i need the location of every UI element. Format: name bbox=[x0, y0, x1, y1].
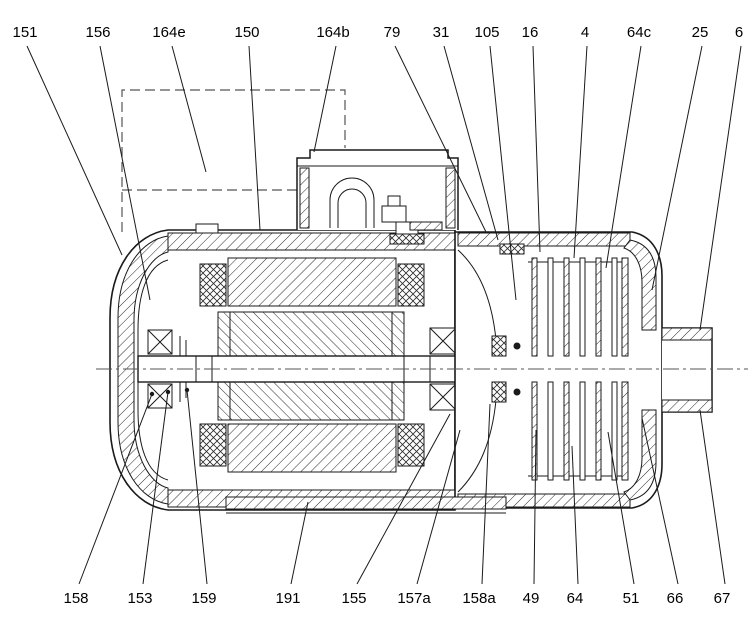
base-foot bbox=[225, 496, 507, 514]
part-label-155: 155 bbox=[341, 590, 367, 607]
part-label-67: 67 bbox=[713, 590, 731, 607]
part-label-6: 6 bbox=[734, 24, 744, 41]
part-label-159: 159 bbox=[191, 590, 217, 607]
part-label-49: 49 bbox=[522, 590, 540, 607]
terminal-box bbox=[296, 149, 459, 245]
pump-casing bbox=[454, 231, 663, 509]
part-label-156: 156 bbox=[85, 24, 111, 41]
part-label-191: 191 bbox=[275, 590, 301, 607]
part-label-105: 105 bbox=[474, 24, 500, 41]
part-label-151: 151 bbox=[12, 24, 38, 41]
part-label-158a: 158a bbox=[462, 590, 496, 607]
dashed-variant-outline bbox=[121, 89, 346, 232]
stator-windings bbox=[199, 257, 425, 473]
part-label-158: 158 bbox=[63, 590, 89, 607]
part-label-157a: 157a bbox=[397, 590, 431, 607]
part-label-164b: 164b bbox=[316, 24, 350, 41]
part-label-16: 16 bbox=[521, 24, 539, 41]
part-label-164e: 164e bbox=[152, 24, 186, 41]
part-label-153: 153 bbox=[127, 590, 153, 607]
part-label-64c: 64c bbox=[626, 24, 652, 41]
part-label-51: 51 bbox=[622, 590, 640, 607]
leader-lines bbox=[26, 45, 742, 585]
part-label-150: 150 bbox=[234, 24, 260, 41]
part-label-66: 66 bbox=[666, 590, 684, 607]
part-label-4: 4 bbox=[580, 24, 590, 41]
part-label-25: 25 bbox=[691, 24, 709, 41]
impeller-stack bbox=[528, 257, 629, 481]
part-label-31: 31 bbox=[432, 24, 450, 41]
suction-port bbox=[661, 327, 713, 413]
part-label-64: 64 bbox=[566, 590, 584, 607]
part-label-79: 79 bbox=[383, 24, 401, 41]
